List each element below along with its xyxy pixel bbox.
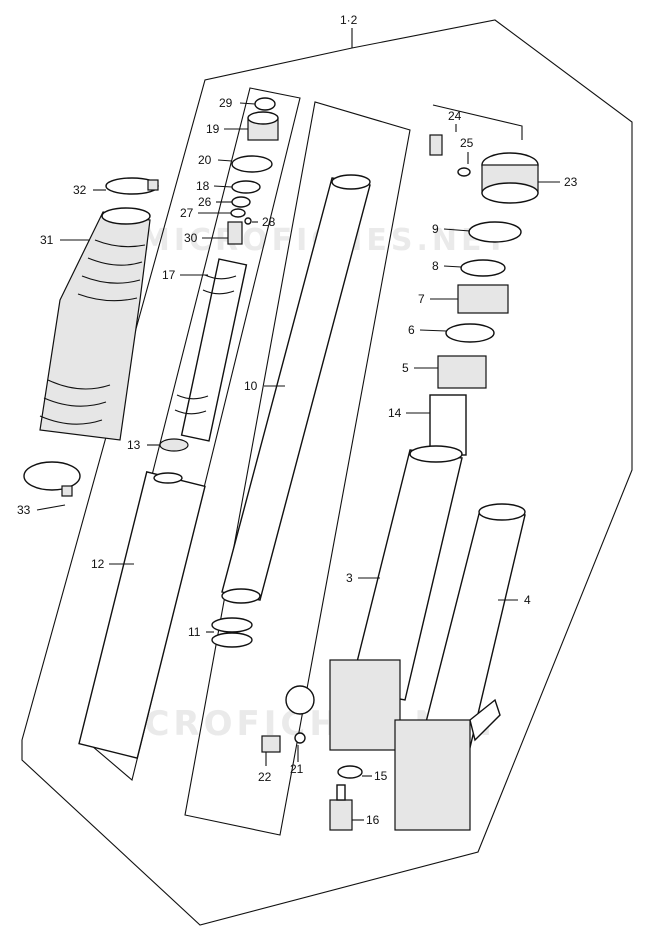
callout-26: 26 [198, 195, 212, 209]
damper-ring [159, 438, 189, 452]
inner-tube [221, 174, 371, 604]
outer-tube-3 [349, 445, 463, 701]
callout-4: 4 [524, 593, 531, 607]
callout-29: 29 [219, 96, 233, 110]
ring-6 [445, 323, 495, 343]
callout-3: 3 [346, 571, 353, 585]
callout-11: 11 [188, 625, 201, 639]
callout-30: 30 [184, 231, 198, 245]
callout-15: 15 [374, 769, 388, 783]
outer-tube-4 [394, 503, 526, 831]
clip-8 [460, 259, 506, 277]
drain-valve-16 [329, 784, 353, 831]
bracket-12-17 [84, 87, 301, 781]
callout-5: 5 [402, 361, 409, 375]
washer-21 [294, 732, 306, 744]
washer-27 [230, 208, 246, 218]
cap-23 [481, 152, 539, 204]
washer-18 [231, 180, 261, 194]
fork-boot [39, 207, 151, 441]
callout-27: 27 [180, 206, 194, 220]
guide-14 [429, 394, 467, 456]
callout-16: 16 [366, 813, 380, 827]
callout-12: 12 [91, 557, 105, 571]
callout-8: 8 [432, 259, 439, 273]
washer-25 [457, 167, 471, 177]
callout-7: 7 [418, 292, 425, 306]
assembly-boundary [21, 19, 633, 926]
callout-22: 22 [258, 770, 272, 784]
gasket-15 [337, 765, 363, 779]
bolt-22 [261, 735, 281, 753]
cap-bolt [247, 111, 279, 141]
callout-21: 21 [290, 762, 304, 776]
callout-13: 13 [127, 438, 141, 452]
bracket-10 [184, 101, 411, 836]
callout-31: 31 [40, 233, 54, 247]
boot-clamp-upper [105, 177, 159, 195]
callout-24: 24 [448, 109, 462, 123]
oil-seal-9 [468, 221, 522, 243]
callout-19: 19 [206, 122, 220, 136]
bolt-24 [429, 134, 443, 156]
boot-clamp-lower [23, 461, 81, 497]
callout-14: 14 [388, 406, 402, 420]
callout-23: 23 [564, 175, 578, 189]
callout-25: 25 [460, 136, 474, 150]
callout-10: 10 [244, 379, 258, 393]
callout-32: 32 [73, 183, 87, 197]
callout-18: 18 [196, 179, 210, 193]
slide-bushing-11 [211, 617, 253, 648]
bushing-5 [437, 355, 487, 389]
ball-28 [244, 217, 252, 225]
callout-33: 33 [17, 503, 31, 517]
callout-leaders [36, 102, 560, 821]
assembly-title: 1·2 [340, 13, 358, 27]
washer-26 [231, 196, 251, 208]
adjuster-30 [227, 221, 243, 245]
callout-28: 28 [262, 215, 276, 229]
callout-9: 9 [432, 222, 439, 236]
o-ring-29 [254, 97, 276, 111]
callout-20: 20 [198, 153, 212, 167]
callout-17: 17 [162, 268, 176, 282]
fork-bottom-3 [285, 659, 401, 751]
bushing-7 [457, 284, 509, 314]
callout-6: 6 [408, 323, 415, 337]
damper-rod-assembly [174, 258, 248, 442]
washer-20 [231, 155, 273, 173]
damper-cylinder [78, 471, 206, 759]
bracket-23-24 [432, 104, 523, 140]
